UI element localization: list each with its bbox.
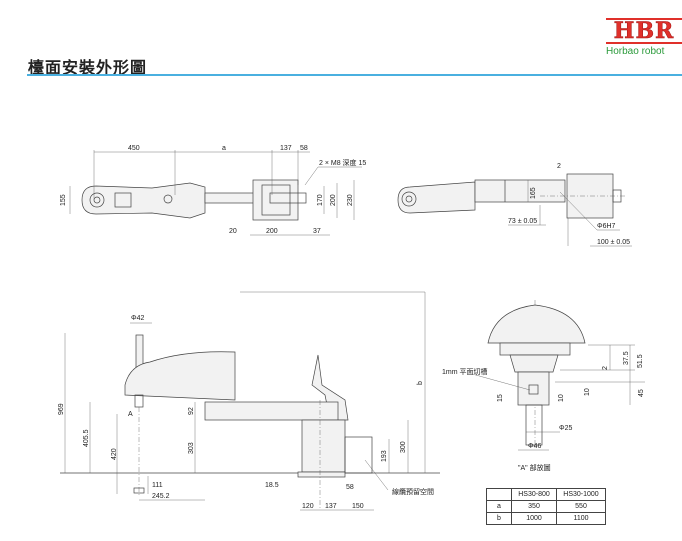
dim-193: 193	[381, 450, 388, 462]
dim-2: 2	[557, 163, 561, 170]
dim-303: 303	[188, 442, 195, 454]
table-cell: 550	[556, 500, 606, 513]
dim-111: 111	[152, 482, 163, 489]
dim-969: 969	[58, 403, 65, 415]
table-header-row: HS30-800 HS30-1000	[486, 488, 606, 501]
dim-45: 45	[638, 389, 645, 397]
dim-2: 2	[602, 366, 609, 370]
dim-37-5: 37.5	[623, 351, 630, 365]
dim-420: 420	[111, 448, 118, 460]
dim-245-2: 245.2	[152, 493, 170, 500]
table-header: HS30-1000	[556, 488, 606, 501]
page-title: 檯面安裝外形圖	[28, 58, 148, 77]
m8-note: 2 × M8 深度 15	[319, 158, 366, 167]
dim-230: 230	[347, 194, 354, 206]
logo-subtitle: Horbao robot	[606, 46, 665, 57]
dim-137: 137	[325, 503, 337, 510]
detail-a-drawing: 37.5 51.5 2 45 10 10 15 Φ25 Φ46 1mm 平面切槽…	[442, 300, 645, 472]
dim-b: b	[417, 381, 424, 385]
dim-200-bottom: 200	[266, 228, 278, 235]
table-row: b 1000 1100	[486, 512, 606, 525]
slot-note: 1mm 平面切槽	[442, 367, 488, 376]
dim-15: 15	[497, 394, 504, 402]
dim-51-5: 51.5	[637, 354, 644, 368]
dim-120: 120	[302, 503, 314, 510]
company-logo: HBR Horbao robot	[606, 18, 682, 57]
dim-a: a	[222, 145, 226, 152]
dim-155: 155	[60, 194, 67, 206]
title-underline	[27, 74, 682, 76]
dim-150: 150	[352, 503, 364, 510]
dim-18-5: 18.5	[265, 482, 279, 489]
top-view-right-drawing: 2 165 73 ± 0.05 Φ6H7 100 ± 0.05	[397, 163, 632, 247]
dim-phi42: Φ42	[131, 315, 144, 322]
table-cell: 350	[511, 500, 557, 513]
dim-200: 200	[330, 194, 337, 206]
table-cell: 1100	[556, 512, 606, 525]
logo-mark: HBR	[606, 18, 682, 44]
point-a-label: A	[128, 411, 133, 418]
dim-phi6h7: Φ6H7	[597, 223, 616, 230]
spec-table: HS30-800 HS30-1000 a 350 550 b 1000 1100	[486, 488, 606, 525]
table-header: HS30-800	[511, 488, 557, 501]
dim-170: 170	[317, 194, 324, 206]
dim-10-b: 10	[558, 394, 565, 402]
table-header	[486, 488, 512, 501]
dim-300: 300	[400, 441, 407, 453]
table-row: a 350 550	[486, 500, 606, 513]
dim-37: 37	[313, 228, 321, 235]
dim-73: 73 ± 0.05	[508, 218, 537, 225]
dim-phi25: Φ25	[559, 425, 572, 432]
dim-450: 450	[128, 145, 140, 152]
cable-space-note: 線纜預留空間	[392, 487, 434, 496]
top-view-drawing: 450 a 137 58 2 × M8 深度 15 155 170 200 23…	[60, 145, 366, 236]
dim-phi46: Φ46	[528, 443, 541, 450]
dim-100: 100 ± 0.05	[597, 239, 630, 246]
dim-58: 58	[300, 145, 308, 152]
dim-137: 137	[280, 145, 292, 152]
dim-58: 58	[346, 484, 354, 491]
dim-405-5: 405.5	[83, 429, 90, 447]
dim-10-a: 10	[584, 388, 591, 396]
table-cell: 1000	[511, 512, 557, 525]
dim-20: 20	[229, 228, 237, 235]
table-cell: b	[486, 512, 512, 525]
dim-92: 92	[188, 407, 195, 415]
detail-caption: "A" 部放圖	[518, 463, 551, 472]
side-view-drawing: Φ42 969 405.5 420 303 92 111 245.2 18.5 …	[58, 291, 440, 511]
dim-165: 165	[530, 187, 537, 199]
table-cell: a	[486, 500, 512, 513]
